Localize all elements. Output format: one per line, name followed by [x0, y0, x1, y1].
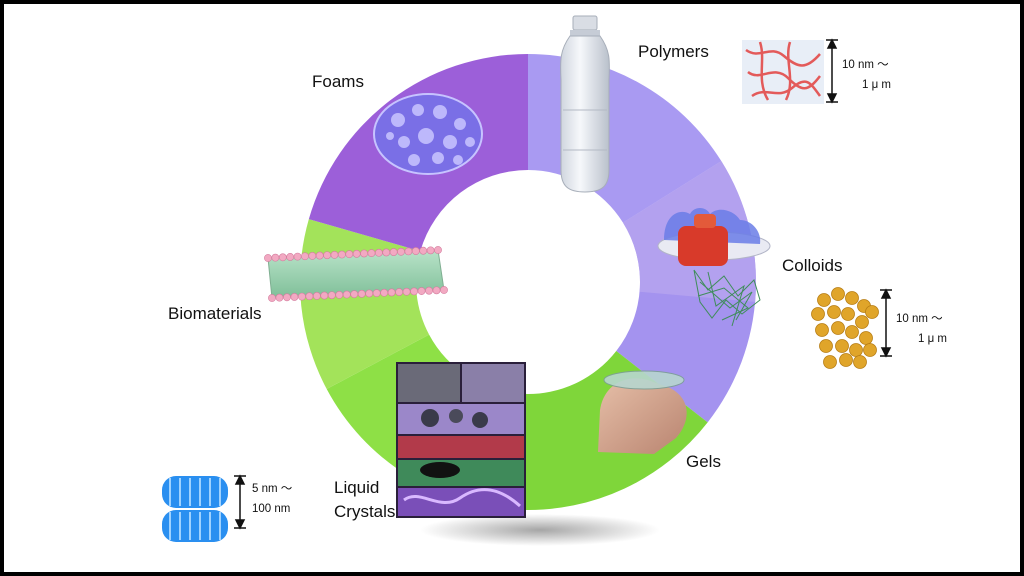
label-polymers: Polymers: [638, 42, 709, 61]
contact-lens-finger-image: [598, 370, 687, 454]
plastic-bottle-image: [560, 15, 610, 193]
label-biomaterials: Biomaterials: [168, 304, 262, 323]
colloids-scale-line1: 10 nm ～: [896, 313, 943, 325]
colloids-scale-line2: 1 μ m: [918, 333, 947, 345]
colloids-scale-bar: [880, 288, 892, 358]
label-colloids: Colloids: [782, 256, 843, 275]
label-liquid-crystals-line1: Liquid: [334, 478, 380, 497]
ring-shadow: [420, 514, 660, 546]
label-foams: Foams: [312, 72, 364, 91]
label-gels: Gels: [686, 452, 721, 471]
label-liquid-crystals-line2: Crystals: [334, 502, 396, 521]
foam-sphere-image: [373, 93, 483, 175]
liquid-crystals-scale-line2: 100 nm: [252, 503, 291, 515]
polymers-scale-line1: 10 nm ～: [842, 59, 889, 71]
polymers-scale-bar: [826, 38, 838, 104]
lipid-bilayer-image: [264, 246, 448, 302]
liquid-crystal-collage-image: [396, 362, 526, 518]
colloid-particles-image: [811, 287, 879, 369]
polymers-scale-line2: 1 μ m: [862, 79, 891, 91]
colloid-network-image: [693, 269, 761, 327]
liquid-crystal-helices-image: [162, 476, 228, 542]
liquid-crystals-scale-bar: [234, 474, 246, 530]
jelly-dessert-image: [657, 208, 771, 266]
liquid-crystals-scale-line1: 5 nm ～: [252, 483, 293, 495]
polymer-chains-image: [742, 40, 824, 104]
